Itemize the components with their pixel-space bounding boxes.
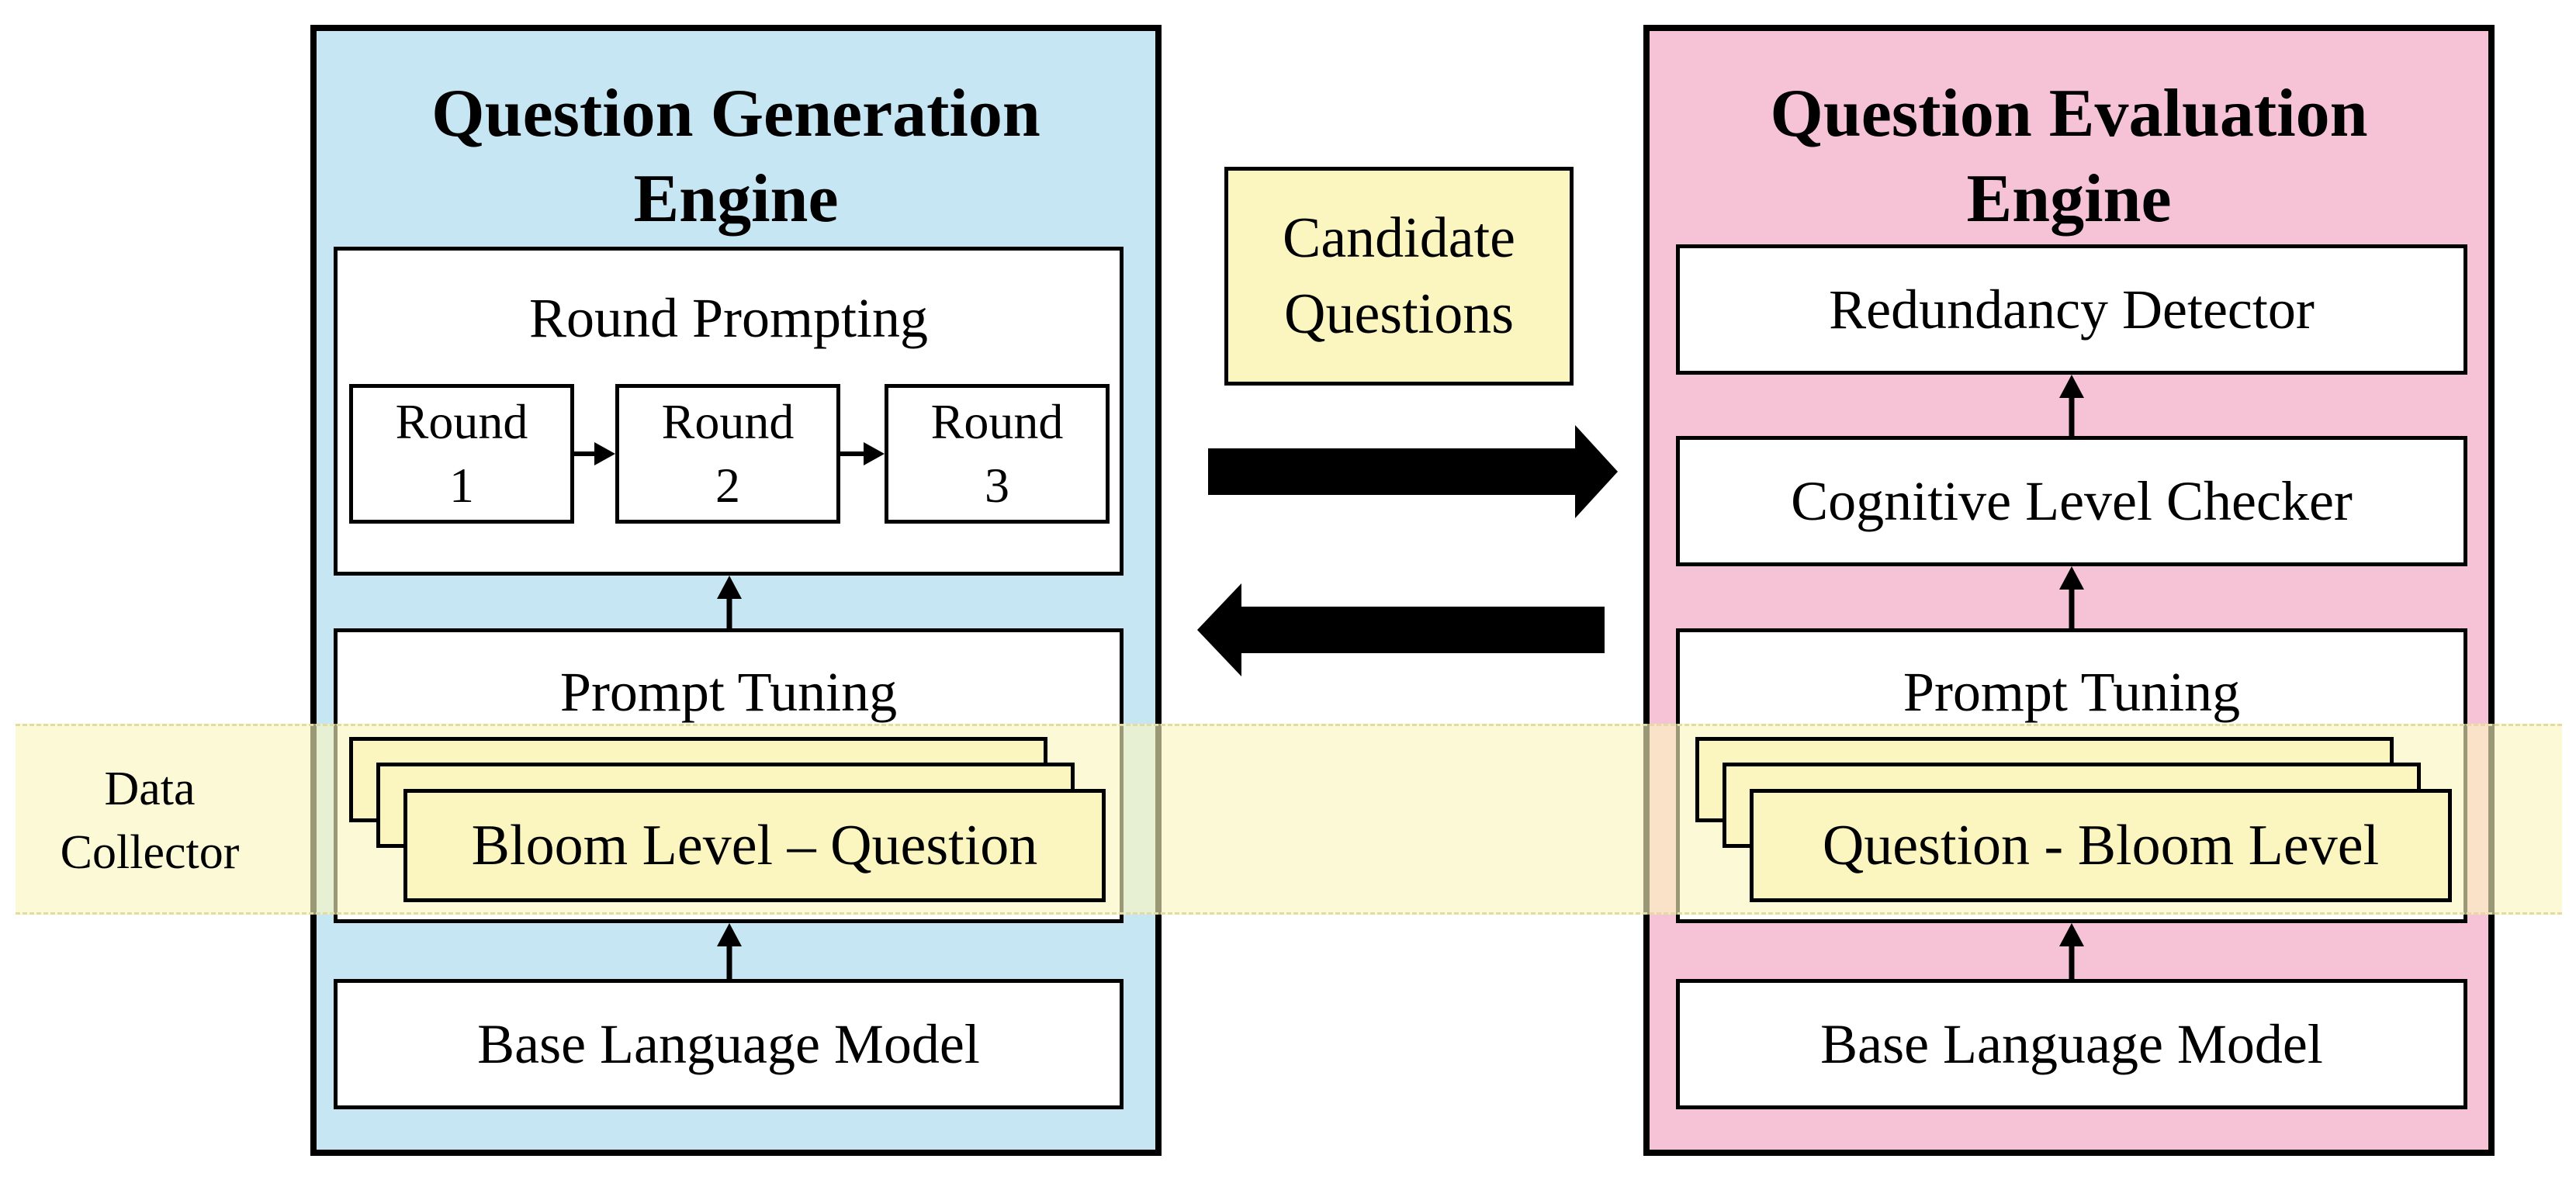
candidate-questions-box: Candidate Questions bbox=[1224, 167, 1574, 386]
round-1-line2: 1 bbox=[449, 458, 474, 513]
generation-prompt-tuning-label: Prompt Tuning bbox=[559, 661, 898, 723]
round-1-box: Round 1 bbox=[349, 384, 574, 524]
generation-engine-title-line1: Question Generation bbox=[431, 76, 1040, 151]
data-collector-line2: Collector bbox=[60, 826, 240, 879]
round-2-to-3-arrow bbox=[840, 442, 885, 465]
round-3-line2: 3 bbox=[985, 458, 1009, 513]
evaluation-to-generation-arrow bbox=[1197, 583, 1605, 676]
round-2-line2: 2 bbox=[715, 458, 740, 513]
redundancy-detector-label: Redundancy Detector bbox=[1829, 278, 2315, 341]
evaluation-engine-title: Question Evaluation Engine bbox=[1650, 71, 2488, 242]
eval-tuning-to-checker-arrow bbox=[2059, 566, 2084, 628]
round-prompting-title: Round Prompting bbox=[528, 287, 929, 349]
cognitive-level-checker-label: Cognitive Level Checker bbox=[1791, 469, 2353, 532]
evaluation-prompt-tuning-label: Prompt Tuning bbox=[1903, 661, 2241, 723]
candidate-questions-line1: Candidate bbox=[1282, 206, 1515, 270]
evaluation-engine-title-line2: Engine bbox=[1966, 161, 2172, 237]
gen-base-to-tuning-arrow bbox=[717, 923, 742, 979]
round-3-line1: Round bbox=[930, 394, 1064, 449]
generation-engine-title-line2: Engine bbox=[633, 161, 839, 237]
evaluation-engine-title-line1: Question Evaluation bbox=[1770, 76, 2368, 151]
generation-data-card: Bloom Level – Question bbox=[403, 789, 1106, 902]
gen-tuning-to-rounds-arrow bbox=[717, 576, 742, 628]
redundancy-detector-box: Redundancy Detector bbox=[1676, 244, 2467, 375]
evaluation-base-model-box: Base Language Model bbox=[1676, 979, 2467, 1109]
evaluation-data-card-label: Question - Bloom Level bbox=[1822, 813, 2380, 877]
round-2-line1: Round bbox=[661, 394, 795, 449]
generation-base-model-box: Base Language Model bbox=[334, 979, 1124, 1109]
evaluation-base-model-label: Base Language Model bbox=[1820, 1012, 2323, 1075]
data-collector-line1: Data bbox=[104, 763, 196, 815]
evaluation-data-card: Question - Bloom Level bbox=[1750, 789, 2452, 902]
cognitive-level-checker-box: Cognitive Level Checker bbox=[1676, 436, 2467, 566]
generation-to-evaluation-arrow bbox=[1208, 425, 1618, 518]
round-2-box: Round 2 bbox=[615, 384, 840, 524]
generation-data-card-label: Bloom Level – Question bbox=[471, 813, 1038, 877]
round-1-to-2-arrow bbox=[574, 442, 615, 465]
generation-base-model-label: Base Language Model bbox=[477, 1012, 980, 1075]
generation-engine-title: Question Generation Engine bbox=[317, 71, 1155, 242]
candidate-questions-line2: Questions bbox=[1284, 282, 1514, 346]
data-collector-label: Data Collector bbox=[16, 757, 284, 884]
eval-checker-to-redundancy-arrow bbox=[2059, 375, 2084, 436]
round-3-box: Round 3 bbox=[885, 384, 1110, 524]
round-1-line1: Round bbox=[395, 394, 528, 449]
eval-base-to-tuning-arrow bbox=[2059, 923, 2084, 979]
